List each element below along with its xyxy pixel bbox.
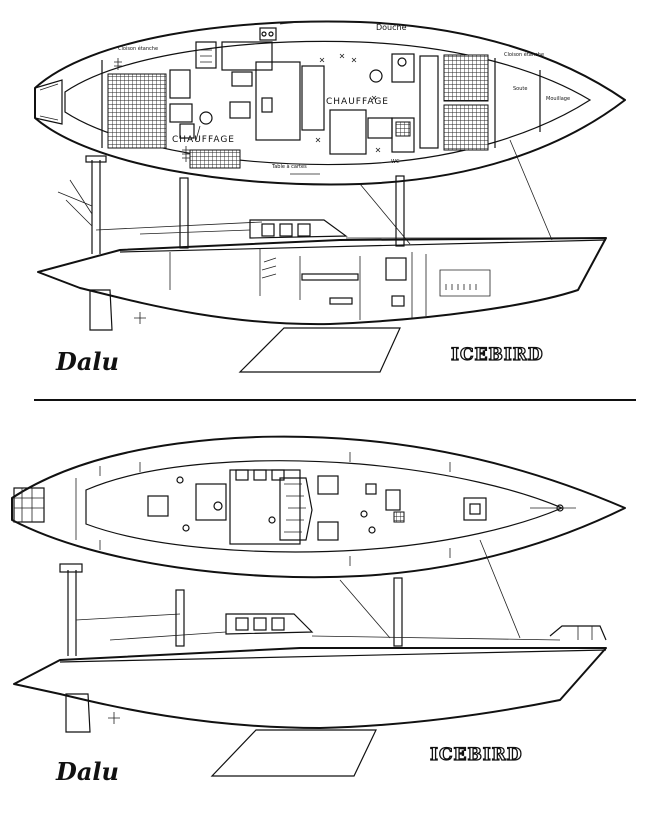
interior-profile-view: Dalu ICEBIRD — [37, 139, 607, 376]
interior-plan-view: Cloison étanche Cloison étanche Soute Mo… — [34, 20, 626, 186]
deck-plan-view — [11, 435, 626, 579]
label-chauffage-right: CHAUFFAGE — [326, 97, 389, 107]
label-douche: Douche — [376, 23, 407, 32]
brand-top: ICEBIRD — [451, 345, 544, 365]
label-wc: WC — [391, 159, 400, 165]
label-table-carte: Table à cartes — [271, 163, 307, 170]
label-chauffage-left: CHAUFFAGE — [172, 135, 235, 145]
brand-bottom: ICEBIRD — [430, 745, 523, 765]
label-soute: Soute — [513, 86, 527, 92]
signature-top: Dalu — [55, 347, 119, 376]
label-cloison-left: Cloison étanche — [118, 45, 158, 52]
label-cloison-right: Cloison étanche — [504, 51, 544, 58]
signature-bottom: Dalu — [55, 757, 119, 786]
label-mouillage: Mouillage — [546, 96, 570, 102]
exterior-profile-view: Dalu ICEBIRD — [13, 539, 607, 786]
